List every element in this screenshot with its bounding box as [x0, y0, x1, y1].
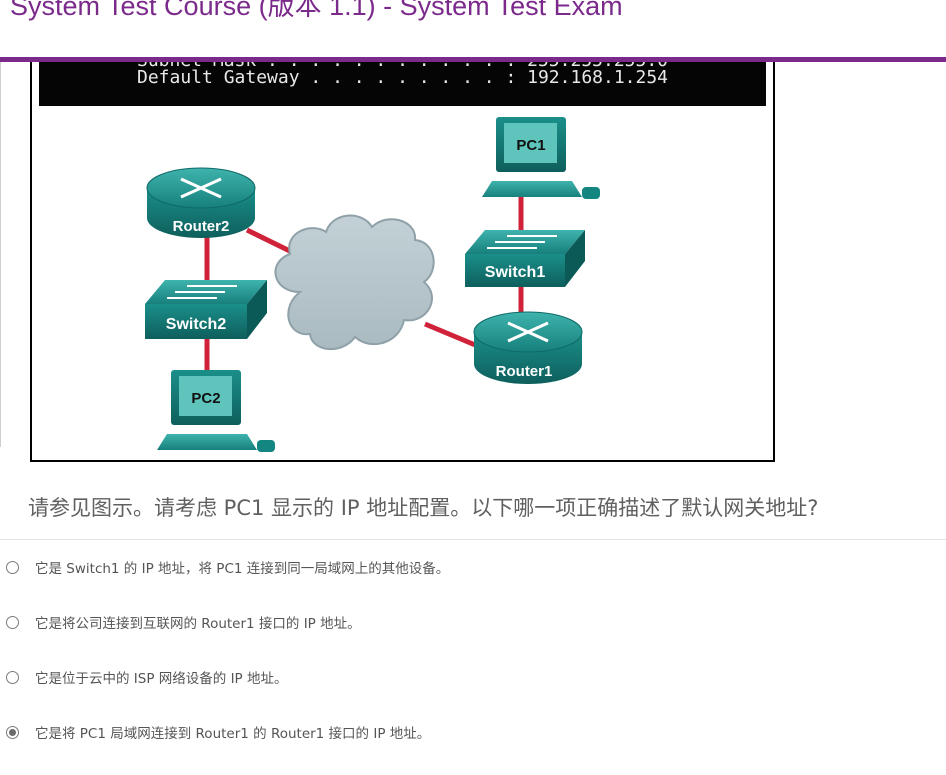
- radio-button[interactable]: [6, 560, 19, 574]
- network-diagram: Subnet Mask . . . . . . . . . . . : 255.…: [39, 62, 766, 452]
- course-title: System Test Course (版本 1.1) - System Tes…: [10, 0, 623, 21]
- ipconfig-terminal: Subnet Mask . . . . . . . . . . . : 255.…: [39, 62, 766, 106]
- internet-cloud: [274, 214, 435, 351]
- terminal-line-subnet: Subnet Mask . . . . . . . . . . . : 255.…: [137, 62, 668, 71]
- switch-arrows-icon: [167, 285, 237, 299]
- pc1-device: PC1: [482, 117, 600, 199]
- question-text: 请参见图示。请考虑 PC1 显示的 IP 地址配置。以下哪一项正确描述了默认网关…: [28, 496, 819, 520]
- answer-option-3[interactable]: 它是位于云中的 ISP 网络设备的 IP 地址。: [6, 666, 906, 688]
- switch2-device: Switch2: [145, 280, 267, 339]
- radio-button[interactable]: [6, 670, 19, 684]
- answer-option-label: 它是将 PC1 局域网连接到 Router1 的 Router1 接口的 IP …: [35, 726, 431, 742]
- pc2-device: PC2: [157, 370, 275, 452]
- switch2-label: Switch2: [166, 316, 227, 333]
- answer-option-label: 它是 Switch1 的 IP 地址，将 PC1 连接到同一局域网上的其他设备。: [35, 561, 450, 577]
- exhibit-figure: Subnet Mask . . . . . . . . . . . : 255.…: [30, 62, 775, 462]
- router2-label: Router2: [173, 218, 230, 235]
- divider: [0, 539, 946, 540]
- link-cloud-router1: [424, 321, 481, 350]
- left-border: [0, 62, 1, 447]
- page-header: System Test Course (版本 1.1) - System Tes…: [0, 0, 946, 62]
- switch1-device: Switch1: [465, 230, 585, 287]
- answer-option-2[interactable]: 它是将公司连接到互联网的 Router1 接口的 IP 地址。: [6, 611, 906, 633]
- switch1-label: Switch1: [485, 264, 546, 281]
- answer-option-4[interactable]: 它是将 PC1 局域网连接到 Router1 的 Router1 接口的 IP …: [6, 721, 906, 743]
- pc2-label: PC2: [191, 390, 220, 407]
- radio-button[interactable]: [6, 615, 19, 629]
- router1-label: Router1: [496, 363, 553, 380]
- radio-button-selected[interactable]: [6, 725, 19, 739]
- answer-option-label: 它是位于云中的 ISP 网络设备的 IP 地址。: [35, 671, 288, 687]
- router-arrows-icon: [180, 177, 222, 199]
- answer-option-label: 它是将公司连接到互联网的 Router1 接口的 IP 地址。: [35, 616, 361, 632]
- router-arrows-icon: [507, 321, 549, 343]
- answer-option-1[interactable]: 它是 Switch1 的 IP 地址，将 PC1 连接到同一局域网上的其他设备。: [6, 556, 906, 578]
- router2-device: Router2: [146, 167, 256, 238]
- switch-arrows-icon: [487, 235, 557, 249]
- terminal-line-gateway: Default Gateway . . . . . . . . . : 192.…: [137, 67, 668, 88]
- router1-device: Router1: [473, 311, 583, 384]
- pc1-label: PC1: [516, 137, 545, 154]
